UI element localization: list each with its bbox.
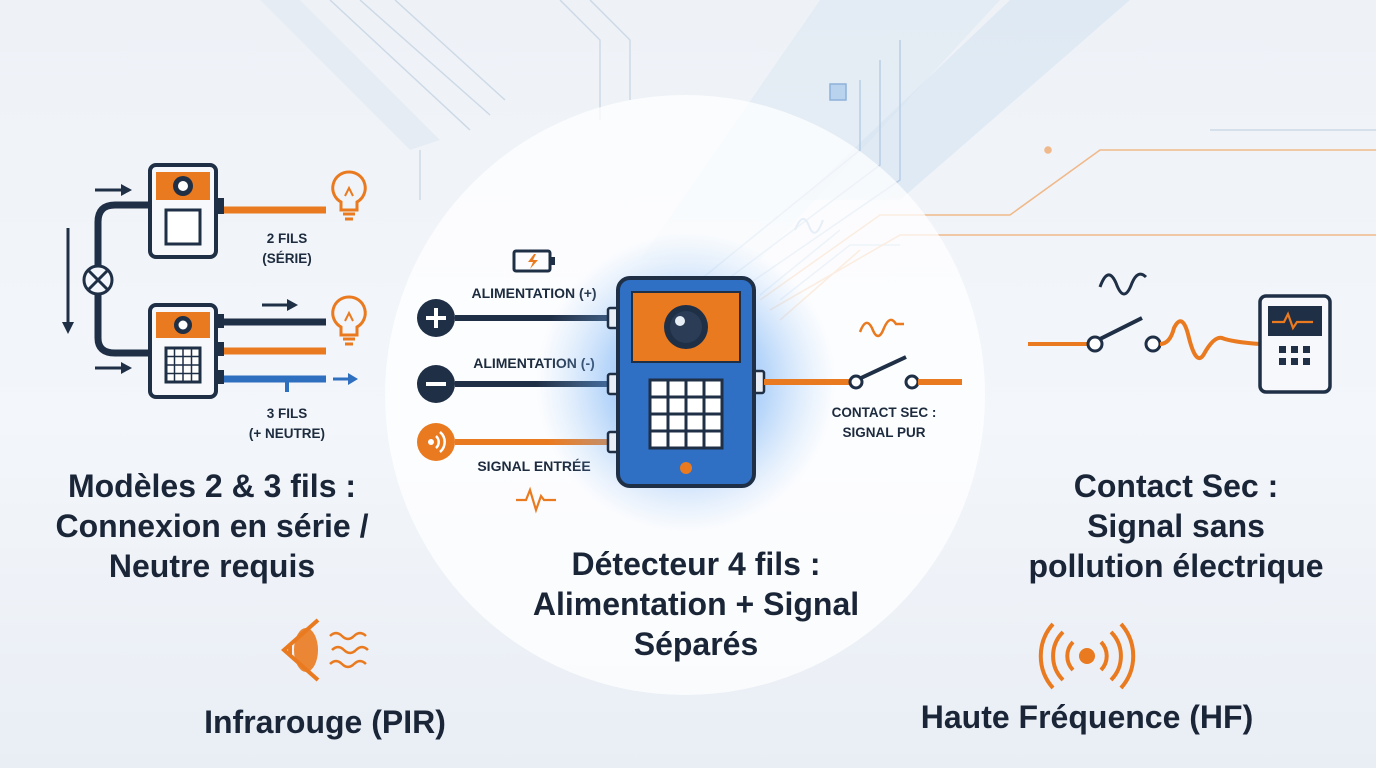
right-title-line-1: Contact Sec : [1074,468,1278,504]
hf-label: Haute Fréquence (HF) [921,699,1253,735]
minus-icon [417,365,455,403]
center-title-line-2: Alimentation + Signal [533,586,859,622]
wiring-3-label-1: 3 FILS [267,406,308,421]
radio-wave-icon [1038,622,1136,690]
two-wire-module [148,163,224,259]
bulb-icon [331,170,367,221]
four-wire-detector [606,276,766,488]
wiring-2-label-1: 2 FILS [267,231,308,246]
right-title-line-2: Signal sans [1087,508,1265,544]
waveform-icon [1098,272,1148,296]
signal-icon [417,423,455,461]
center-title-line-1: Détecteur 4 fils : [572,546,821,582]
left-wiring-diagram: 2 FILS (SÉRIE) [56,163,369,584]
right-dry-contact-diagram: Contact Sec : Signal sans pollution élec… [1028,272,1332,584]
dry-contact-switch [764,318,962,390]
plus-icon [417,299,455,337]
three-wire-module [148,303,224,399]
pulse-icon [516,486,556,514]
contact-label-2: SIGNAL PUR [842,425,925,440]
center-detector-diagram: ALIMENTATION (+) ALIMENTATION (-) SIGNAL… [417,233,962,662]
left-title-line-3: Neutre requis [109,548,315,584]
left-title-line-2: Connexion en série / [56,508,369,544]
pir-label: Infrarouge (PIR) [204,704,446,740]
pir-section: Infrarouge (PIR) [204,618,446,740]
infrared-wave-icon [280,618,369,682]
control-panel-icon [1258,294,1332,394]
wiring-3-label-2: (+ NEUTRE) [249,426,325,441]
bulb-icon [331,295,367,346]
right-title-line-3: pollution électrique [1028,548,1323,584]
wiring-2-label-2: (SÉRIE) [262,251,312,266]
center-title-line-3: Séparés [634,626,759,662]
left-title-line-1: Modèles 2 & 3 fils : [68,468,356,504]
contact-label-1: CONTACT SEC : [832,405,937,420]
battery-icon [512,249,555,273]
hf-section: Haute Fréquence (HF) [921,622,1253,735]
